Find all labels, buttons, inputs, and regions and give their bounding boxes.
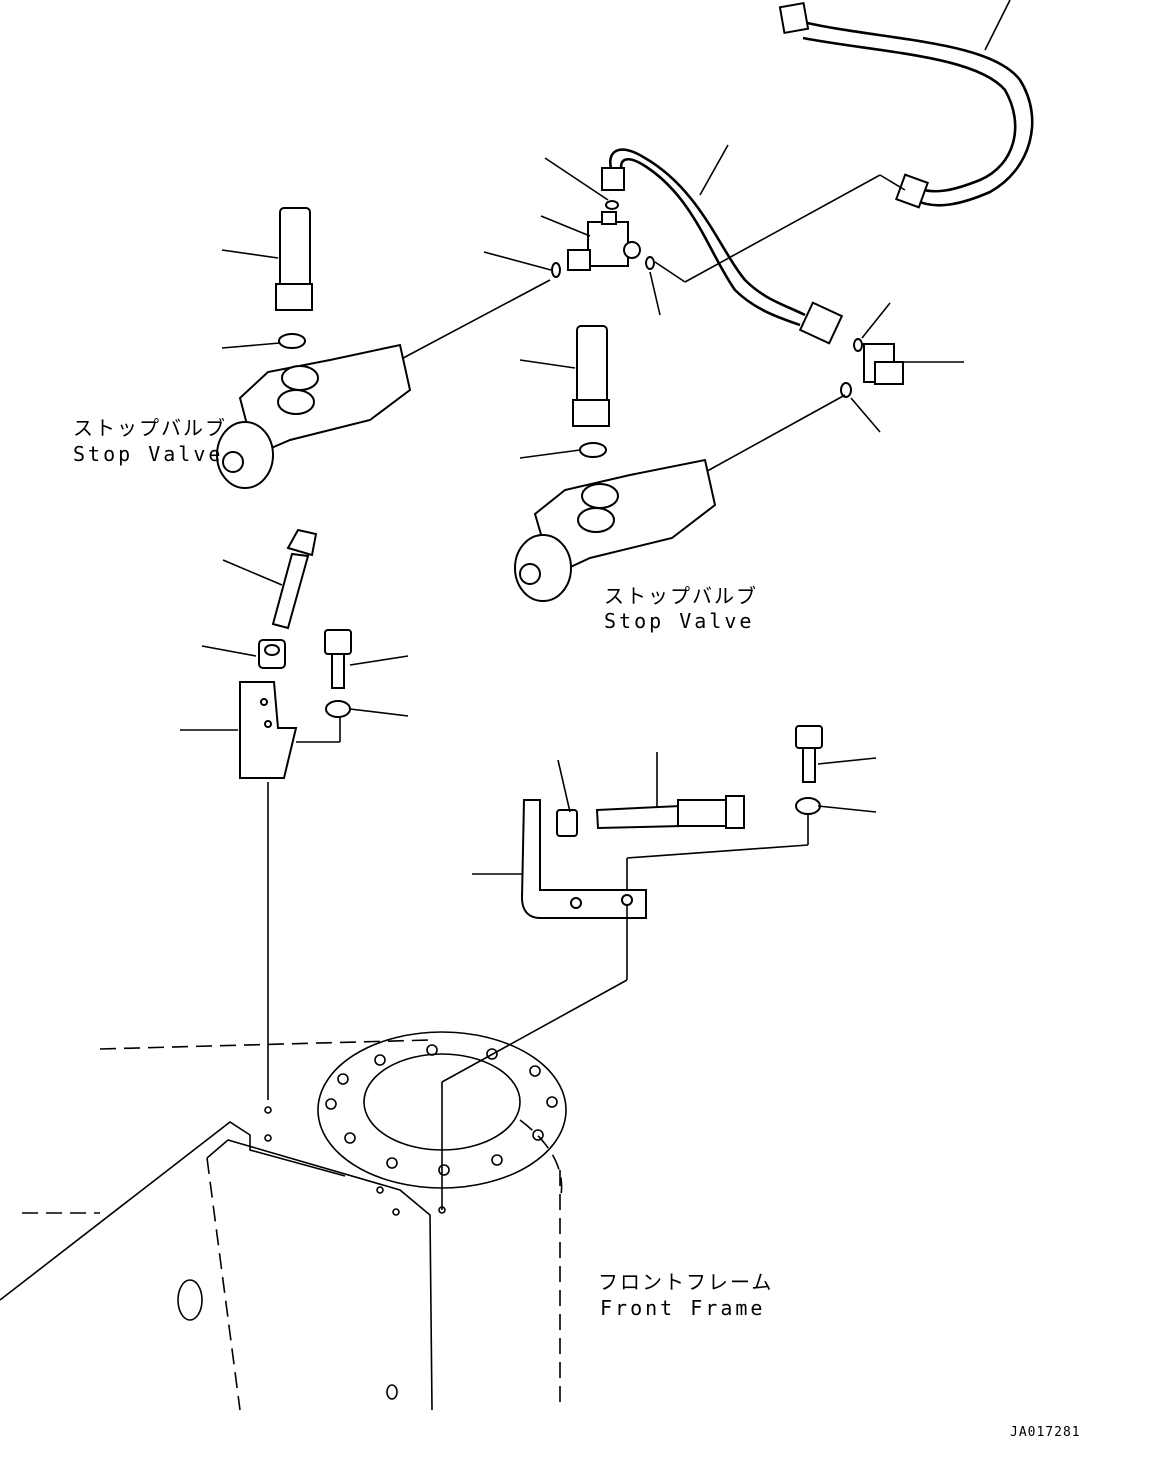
stop-valve-label-en: Stop Valve: [73, 442, 224, 466]
stop-valve-label-en: Stop Valve: [604, 609, 755, 633]
front-frame-label-en: Front Frame: [600, 1296, 766, 1320]
right-bracket: [441, 799, 647, 1210]
stop-valve-label-jp: ストップバルブ: [604, 584, 758, 608]
long-hose: [778, 0, 1034, 209]
left-bracket: [180, 681, 341, 1100]
left-bolt-washer: [324, 629, 409, 718]
right-long-bolt: [556, 752, 745, 837]
left-long-bolt: [201, 528, 318, 669]
drawing-id: JA017281: [1010, 1425, 1081, 1440]
right-elbow-fitting: [840, 302, 964, 433]
stop-valve-label-jp: ストップバルブ: [73, 416, 227, 440]
front-frame: [0, 1031, 567, 1411]
tee-fitting: [483, 157, 661, 316]
front-frame-label-jp: フロントフレーム: [598, 1270, 774, 1294]
middle-hose: [601, 144, 844, 345]
left-stop-valve: [216, 207, 412, 489]
right-stop-valve: [514, 325, 717, 602]
right-bolt-washer: [626, 725, 877, 890]
